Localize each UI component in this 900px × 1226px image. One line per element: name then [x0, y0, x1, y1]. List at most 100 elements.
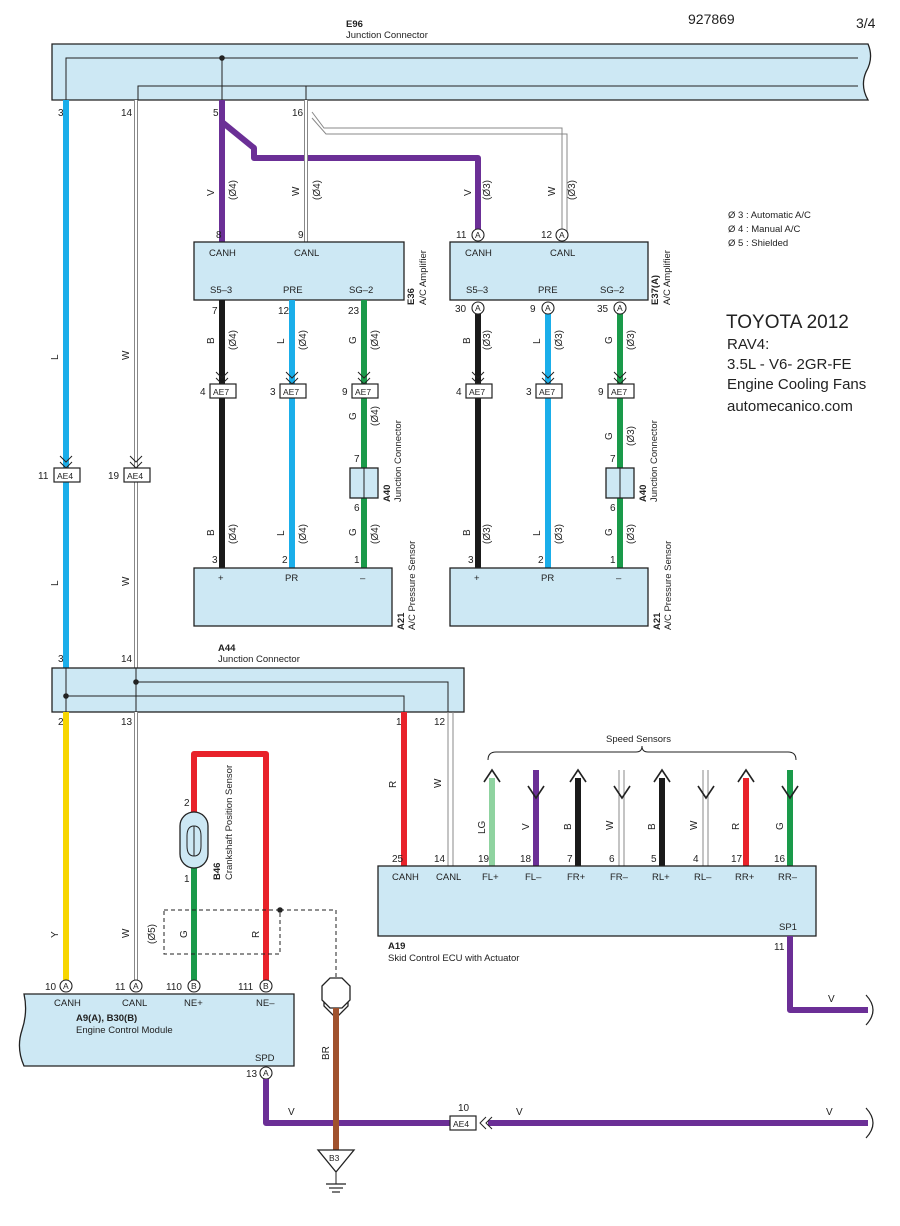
a19-pin-11: 11	[774, 942, 785, 953]
opt3-label-5: (Ø3)	[482, 524, 493, 544]
a21-term-pr-left: PR	[285, 573, 298, 584]
a19-pin-16: 16	[774, 854, 786, 865]
a40-pin-7-right: 7	[610, 454, 616, 465]
a19-pin-19: 19	[478, 854, 490, 865]
ae7-pin-9-left: 9	[342, 387, 348, 398]
wire-label-l-2: L	[276, 530, 287, 536]
e37-name: A/C Amplifier	[662, 250, 673, 305]
shield-ground-octagon-icon	[321, 977, 351, 1009]
ae4-connector-1	[53, 467, 81, 483]
opt3-label-e37-w: (Ø3)	[567, 180, 578, 200]
ae4-code-1: AE4	[57, 471, 73, 481]
rr-plus-arrow-icon	[737, 768, 755, 783]
opt4-label-3: (Ø4)	[370, 330, 381, 350]
e37-term-sg-2: SG–2	[600, 285, 624, 296]
a44-pin-14: 14	[121, 654, 133, 665]
e96-splice-dot	[219, 55, 225, 61]
e36-term-sg-2: SG–2	[349, 285, 373, 296]
brand-engine: 3.5L - V6- 2GR-FE	[727, 356, 851, 373]
e96-junction-connector	[51, 43, 872, 101]
ae7-pin-3-left: 3	[270, 387, 276, 398]
a19-pin-14: 14	[434, 854, 446, 865]
e96-name: Junction Connector	[346, 30, 428, 41]
page-number: 3/4	[856, 15, 876, 31]
b46-pin-2: 2	[184, 798, 190, 809]
e37-circle-canl	[555, 228, 569, 242]
b46-coil-icon	[186, 825, 202, 857]
a19-term-fl-minus: FL–	[525, 872, 542, 883]
a21-term-plus-left: +	[218, 573, 224, 584]
wire-label-w-fr: W	[605, 820, 616, 830]
wire-label-w-ecm: W	[121, 928, 132, 938]
a40-name-right: Junction Connector	[649, 420, 660, 502]
ecm-circle-3: B	[191, 981, 197, 991]
e96-internal-line-2	[137, 85, 858, 100]
ecm-circle-ne-plus	[187, 979, 201, 993]
e36-pin-7: 7	[212, 306, 218, 317]
e36-term-s5-3: S5–3	[210, 285, 232, 296]
a19-term-sp1: SP1	[779, 922, 797, 933]
fl-minus-arrow-icon	[527, 785, 545, 800]
ae4-pin-11: 11	[38, 471, 49, 482]
e37-term-canl: CANL	[550, 248, 575, 259]
wire-label-v-spd-3: V	[826, 1107, 833, 1118]
a19-term-rl-plus: RL+	[652, 872, 670, 883]
e37-pin-11: 11	[456, 230, 467, 241]
wire-w-canl-e37-a	[311, 111, 563, 232]
wire-label-l-4: L	[532, 530, 543, 536]
e37-circle-label-1: A	[475, 230, 481, 240]
a19-pin-7: 7	[567, 854, 573, 865]
opt3-label-6: (Ø3)	[554, 524, 565, 544]
wire-label-w-e37: W	[547, 186, 558, 196]
opt4-label-1: (Ø4)	[228, 330, 239, 350]
a19-pin-18: 18	[520, 854, 532, 865]
ae4-connector-3	[449, 1115, 477, 1131]
wire-label-l-top: L	[50, 354, 61, 360]
ae7-code-2: AE7	[283, 387, 299, 397]
ecm-pin-110: 110	[166, 982, 182, 993]
ecm-pin-10: 10	[45, 982, 57, 993]
ecm-name: Engine Control Module	[76, 1025, 173, 1036]
e37-circle-pre	[541, 301, 555, 315]
ecm-term-canh: CANH	[54, 998, 81, 1009]
ecm-code: A9(A), B30(B)	[76, 1013, 137, 1024]
fr-minus-arrow-icon	[613, 785, 631, 800]
opt3-label-1: (Ø3)	[482, 330, 493, 350]
wire-label-b-fr: B	[563, 823, 574, 830]
a40-pin-6-left: 6	[354, 503, 360, 514]
ecm-term-ne-minus: NE–	[256, 998, 275, 1009]
e37-code: E37(A)	[650, 275, 661, 305]
a21-term-plus-right: +	[474, 573, 480, 584]
ecm-term-ne-plus: NE+	[184, 998, 203, 1009]
a44-splice-dot-1	[63, 693, 69, 699]
ae7-code-1: AE7	[213, 387, 229, 397]
a19-pin-4: 4	[693, 854, 699, 865]
wire-label-r-a19: R	[388, 781, 399, 788]
e36-term-canl: CANL	[294, 248, 319, 259]
wire-label-g-2: G	[348, 412, 359, 420]
e96-code: E96	[346, 19, 363, 30]
ae7-code-4: AE7	[469, 387, 485, 397]
a40-code-right: A40	[638, 485, 649, 502]
ae7-connector-3	[351, 383, 379, 399]
wire-v-spd-ecm	[263, 1079, 450, 1126]
brand-model: RAV4:	[727, 336, 769, 353]
a19-term-canl: CANL	[436, 872, 461, 883]
opt4-label-5: (Ø4)	[228, 524, 239, 544]
wire-label-v-e36: V	[206, 189, 217, 196]
a44-pin-2: 2	[58, 717, 64, 728]
a44-internal-2	[66, 695, 405, 712]
ae4-arrow-3	[479, 1116, 493, 1130]
wire-label-w-rl: W	[689, 820, 700, 830]
a44-pin-1: 1	[396, 717, 402, 728]
e96-pin-16: 16	[292, 108, 304, 119]
wire-label-w-mid: W	[121, 576, 132, 586]
wire-label-w-top: W	[121, 350, 132, 360]
a44-internal-4	[136, 681, 449, 712]
e37-term-canh: CANH	[465, 248, 492, 259]
e36-term-canh: CANH	[209, 248, 236, 259]
e36-pin-23: 23	[348, 306, 360, 317]
ecm-term-spd: SPD	[255, 1053, 275, 1064]
ecm-circle-ne-minus	[259, 979, 273, 993]
e37-circle-label-4: A	[545, 303, 551, 313]
